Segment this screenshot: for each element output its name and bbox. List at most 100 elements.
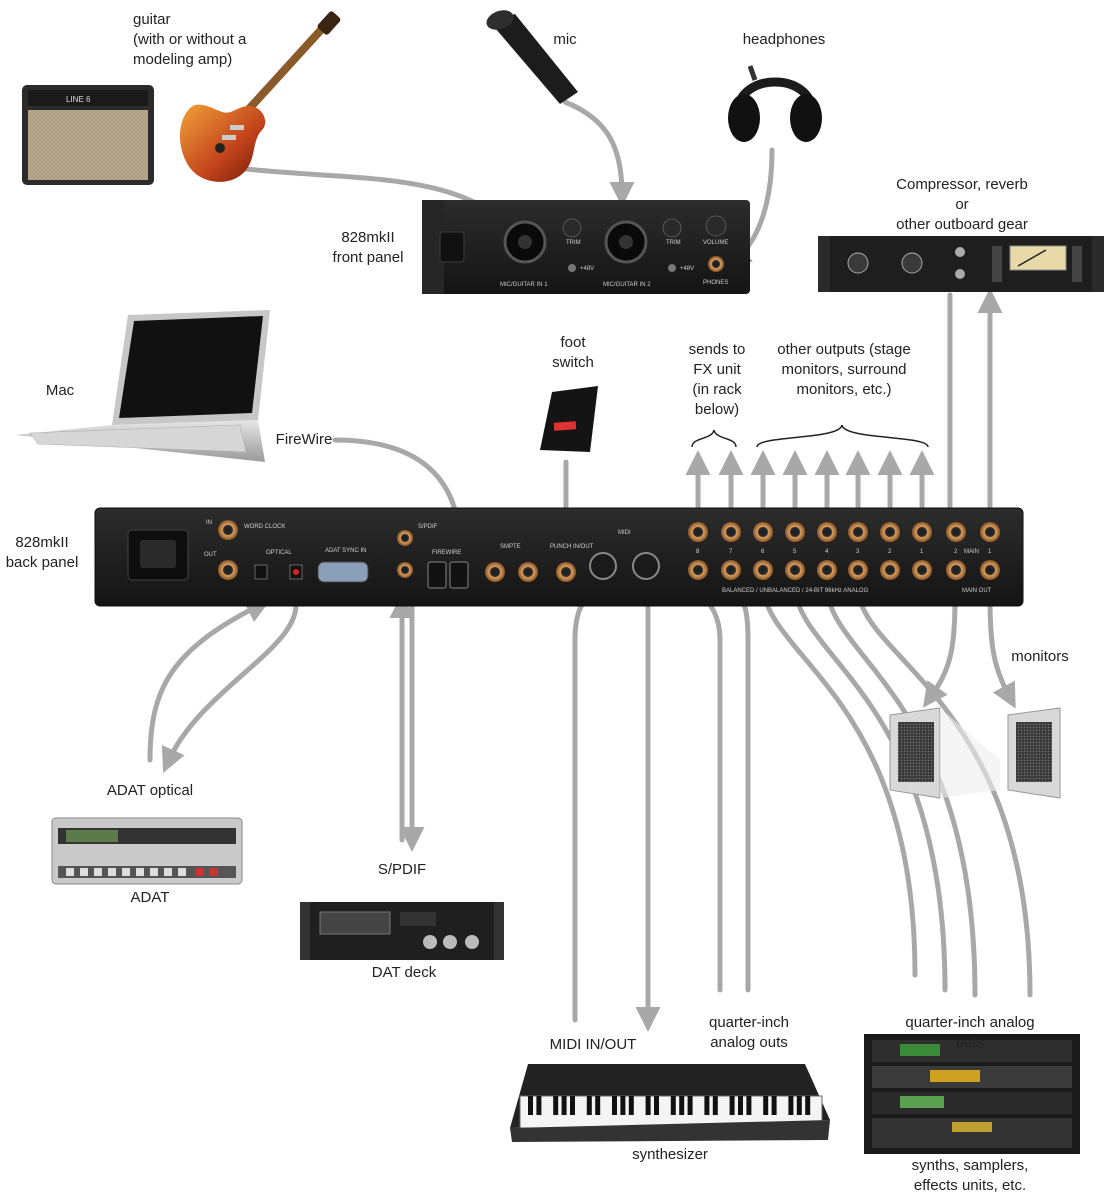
foot-switch	[540, 386, 598, 452]
quarter-inch-outs-right-label: quarter-inch analog outs	[905, 1014, 1035, 1051]
amp-logo: LINE 6	[66, 95, 91, 104]
front-panel-label: 828mkII front panel	[332, 229, 404, 266]
adat-optical-label: ADAT optical	[106, 782, 194, 799]
foot-switch-label: foot switch	[552, 334, 594, 371]
front-trim-1-mark: TRIM	[566, 240, 581, 246]
other-outputs-bracket	[756, 424, 929, 448]
back-punch-mark: PUNCH IN/OUT	[550, 544, 594, 550]
black-key	[654, 1096, 659, 1115]
rack-out-3-cable	[815, 576, 978, 998]
guitar-amp: LINE 6	[22, 85, 154, 185]
dat-deck	[300, 902, 504, 960]
microphone	[486, 10, 578, 104]
dat-deck-label: DAT deck	[371, 964, 437, 981]
ch6-mark: 6	[761, 549, 765, 555]
black-key	[553, 1096, 559, 1115]
black-key	[771, 1096, 777, 1115]
synth-out-b-cable	[691, 577, 723, 993]
midi-inout-label: MIDI IN/OUT	[549, 1036, 637, 1053]
monitors-label: monitors	[1011, 648, 1069, 665]
black-key	[645, 1096, 651, 1115]
ch5-mark: 5	[793, 549, 797, 555]
main-mark: MAIN	[964, 549, 979, 555]
back-optical-mark: OPTICAL	[266, 550, 292, 556]
black-key	[729, 1096, 735, 1115]
black-key	[528, 1096, 533, 1115]
back-wc-in-mark: IN	[206, 520, 212, 526]
main-out-mark: MAIN OUT	[962, 588, 992, 594]
black-key	[620, 1096, 626, 1115]
adat-out-cable	[161, 602, 299, 773]
back-adat-sync-mark: ADAT SYNC IN	[325, 548, 366, 554]
mac-label: Mac	[45, 382, 75, 399]
back-wc-out-mark: OUT	[204, 552, 217, 558]
synths-rack-label: synths, samplers, effects units, etc.	[911, 1157, 1029, 1194]
black-key	[679, 1096, 685, 1115]
black-key	[712, 1096, 718, 1115]
black-key	[536, 1096, 542, 1115]
black-key	[704, 1096, 710, 1115]
headphones	[728, 65, 822, 142]
mic-cable	[562, 99, 635, 208]
back-panel: IN OUT WORD CLOCK OPTICAL ADAT SYNC IN S…	[94, 507, 1024, 607]
synth-out-a-cable	[723, 579, 751, 993]
synthesizer-label: synthesizer	[632, 1146, 708, 1163]
black-key	[628, 1096, 634, 1115]
back-word-clock-mark: WORD CLOCK	[244, 524, 285, 530]
adat-in-cable	[147, 599, 271, 763]
back-analog-mark: BALANCED / UNBALANCED / 24-BIT 96kHz ANA…	[722, 588, 869, 594]
rack-out-1-cable	[751, 576, 918, 978]
other-outputs-label: other outputs (stage monitors, surround …	[777, 341, 911, 398]
spdif-label: S/PDIF	[377, 861, 427, 878]
monitor-speakers	[889, 707, 1061, 799]
black-key	[612, 1096, 617, 1115]
mic-label: mic	[553, 31, 577, 48]
black-key	[595, 1096, 601, 1115]
headphones-label: headphones	[742, 31, 826, 48]
quarter-inch-outs-left-label: quarter-inch analog outs	[708, 1014, 790, 1051]
rack-out-4-cable	[845, 576, 1033, 998]
back-smpte-mark: SMPTE	[500, 544, 521, 550]
front-48v-1-mark: +48V	[580, 266, 594, 272]
back-firewire-mark: FIREWIRE	[432, 550, 461, 556]
guitar-label: guitar (with or without a modeling amp)	[133, 11, 247, 68]
black-key	[763, 1096, 769, 1115]
adat-recorder	[51, 817, 243, 885]
main2-mark: 2	[954, 549, 958, 555]
black-key	[586, 1096, 592, 1115]
front-input-2-mark: MIC/GUITAR IN 2	[603, 282, 651, 288]
back-spdif-mark: S/PDIF	[418, 524, 438, 530]
ch7-mark: 7	[729, 549, 733, 555]
ch4-mark: 4	[825, 549, 829, 555]
front-48v-2-mark: +48V	[680, 266, 694, 272]
rack-gear	[864, 1034, 1080, 1154]
black-key	[796, 1096, 802, 1115]
mac-laptop	[15, 310, 270, 462]
black-key	[788, 1096, 794, 1115]
front-panel: MIC/GUITAR IN 1 MIC/GUITAR IN 2 TRIM TRI…	[422, 200, 750, 294]
synthesizer-keyboard	[510, 1064, 830, 1142]
adat-label: ADAT	[130, 889, 170, 906]
ch1-mark: 1	[920, 549, 924, 555]
sends-bracket	[691, 429, 737, 448]
front-input-1-mark: MIC/GUITAR IN 1	[500, 282, 548, 288]
outboard-gear	[818, 236, 1104, 292]
black-key	[746, 1096, 752, 1115]
outboard-label: Compressor, reverb or other outboard gea…	[896, 176, 1028, 233]
front-volume-mark: VOLUME	[703, 240, 728, 246]
rack-out-2-cable	[783, 576, 948, 993]
monitor-left-cable	[923, 597, 958, 708]
front-phones-mark: PHONES	[703, 280, 728, 286]
black-key	[738, 1096, 743, 1115]
ch2-mark: 2	[888, 549, 892, 555]
ch3-mark: 3	[856, 549, 860, 555]
main1-mark: 1	[988, 549, 992, 555]
front-trim-2-mark: TRIM	[666, 240, 681, 246]
guitar	[179, 11, 341, 182]
monitor-right-cable	[987, 597, 1016, 709]
black-key	[805, 1096, 811, 1115]
black-key	[670, 1096, 676, 1115]
black-key	[687, 1096, 693, 1115]
ch8-mark: 8	[696, 549, 700, 555]
